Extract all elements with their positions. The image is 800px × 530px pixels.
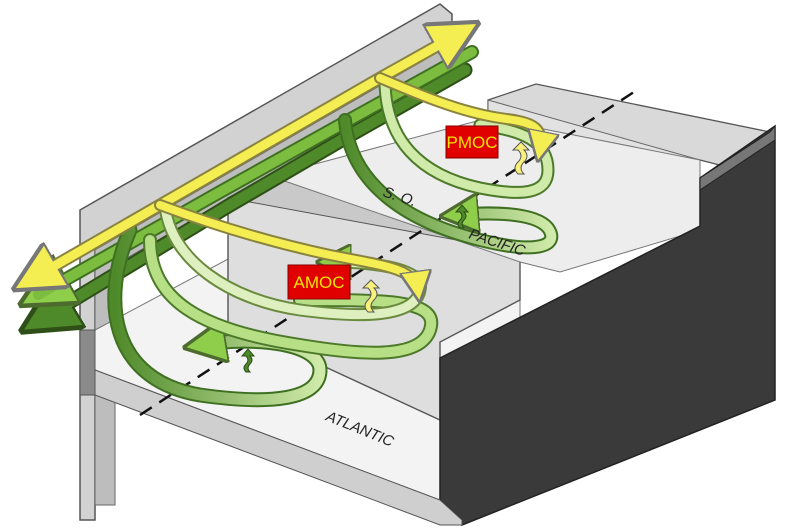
amoc-box: AMOC [287,264,351,300]
pmoc-label: PMOC [447,133,498,152]
atlantic-deep-upwelling-arrow-icon [240,348,256,373]
basin-front-left-wall [79,329,96,396]
surface-flows [30,32,541,290]
pmoc-upwelling-arrow-icon [511,141,531,175]
pacific-deep-upwelling-arrow-icon [454,204,470,229]
amoc-upwelling-arrow-icon [361,279,381,313]
pmoc-box: PMOC [445,125,499,159]
eastern-wall-top [699,124,776,191]
amoc-label: AMOC [294,273,345,292]
